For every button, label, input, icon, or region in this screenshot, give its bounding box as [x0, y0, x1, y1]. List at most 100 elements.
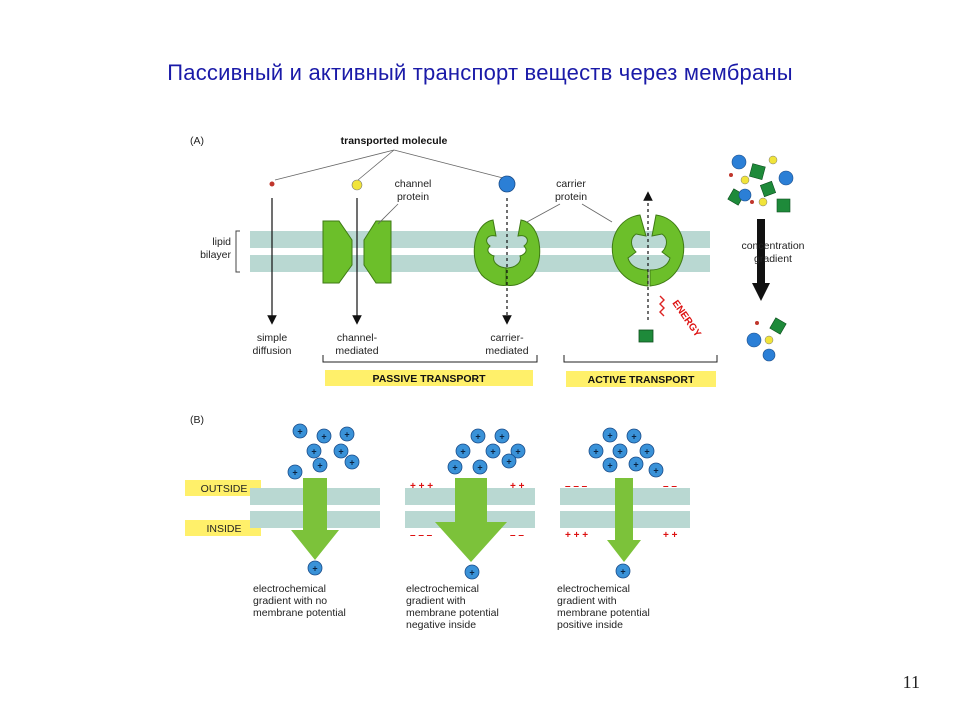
ion-3-9: +: [615, 563, 631, 579]
gradient-label: gradient: [754, 253, 792, 265]
ion-2-9: +: [464, 564, 480, 580]
ion-3-6: +: [602, 457, 618, 473]
svg-text:+: +: [469, 567, 474, 577]
gradient-arrow-1: [291, 478, 339, 560]
ion-1-2: +: [316, 428, 332, 444]
outside-label: OUTSIDE: [201, 483, 248, 495]
svg-text:+: +: [515, 446, 520, 456]
svg-text:+: +: [475, 431, 480, 441]
inside-label: INSIDE: [206, 523, 241, 535]
ion-clusters: +++++++++++++++++++++++++++: [287, 423, 664, 580]
concentration-gradient-high: [727, 154, 794, 213]
outside-band: [185, 480, 261, 496]
svg-text:+: +: [617, 446, 622, 456]
svg-text:+: +: [653, 465, 658, 475]
ion-2-4: +: [485, 443, 501, 459]
channel-protein-label-2: protein: [397, 191, 429, 203]
svg-text:+: +: [344, 429, 349, 439]
caption-3-line-4: positive inside: [557, 619, 623, 631]
panel-a-label: (A): [190, 135, 204, 147]
caption-3-line-1: electrochemical: [557, 583, 630, 595]
charges-3-top-left: – – –: [565, 481, 588, 492]
svg-text:+: +: [490, 446, 495, 456]
ion-2-1: +: [470, 428, 486, 444]
gradient-arrow-3: [607, 478, 641, 562]
energy-label: ENERGY: [670, 298, 703, 339]
charges-2-top-left: + + +: [410, 481, 433, 492]
small-molecule: [269, 181, 275, 187]
caption-3-line-3: membrane potential: [557, 607, 650, 619]
svg-text:+: +: [620, 566, 625, 576]
yellow-molecule: [351, 179, 363, 191]
lipid-label: lipid: [212, 236, 231, 248]
channel-mediated-label-1: channel-: [337, 332, 378, 344]
svg-text:+: +: [321, 431, 326, 441]
svg-text:+: +: [499, 431, 504, 441]
active-transport-label: ACTIVE TRANSPORT: [588, 374, 695, 386]
ion-2-8: +: [501, 453, 517, 469]
svg-text:+: +: [292, 467, 297, 477]
carrier-mediated-label-1: carrier-: [490, 332, 524, 344]
ion-2-5: +: [510, 443, 526, 459]
svg-text:+: +: [317, 460, 322, 470]
ion-3-3: +: [612, 443, 628, 459]
ion-3-8: +: [648, 462, 664, 478]
ion-2-3: +: [455, 443, 471, 459]
caption-2-line-1: electrochemical: [406, 583, 479, 595]
energy-zigzag: [659, 295, 665, 317]
bilayer-bracket: [235, 230, 240, 273]
ion-3-1: +: [602, 427, 618, 443]
concentration-gradient-arrow: [752, 219, 770, 301]
ion-1-5: +: [333, 443, 349, 459]
simple-diffusion-label-1: simple: [257, 332, 288, 344]
svg-text:+: +: [297, 426, 302, 436]
passive-bracket: [322, 355, 538, 363]
svg-text:+: +: [506, 456, 511, 466]
carrier-protein-passive: [473, 219, 541, 286]
carrier-protein-label-1: carrier: [556, 178, 586, 190]
caption-1-line-3: membrane potential: [253, 607, 346, 619]
ion-3-5: +: [588, 443, 604, 459]
concentration-gradient-low: [746, 317, 787, 362]
ion-1-1: +: [292, 423, 308, 439]
charges-3-bottom-right: + +: [663, 530, 678, 541]
channel-protein-label-1: channel: [395, 178, 432, 190]
green-square-molecule: [638, 329, 654, 343]
charges-2-top-right: + +: [510, 481, 525, 492]
transported-molecule-label: transported molecule: [341, 135, 448, 147]
svg-text:+: +: [349, 457, 354, 467]
bilayer-label: bilayer: [200, 249, 231, 261]
ion-2-7: +: [472, 459, 488, 475]
caption-3-line-2: gradient with: [557, 595, 617, 607]
svg-text:+: +: [312, 563, 317, 573]
channel-mediated-label-2: mediated: [335, 345, 378, 357]
passive-transport-band: [325, 370, 533, 386]
carrier-mediated-label-2: mediated: [485, 345, 528, 357]
svg-text:+: +: [460, 446, 465, 456]
ion-2-6: +: [447, 459, 463, 475]
caption-1-line-2: gradient with no: [253, 595, 327, 607]
passive-transport-label: PASSIVE TRANSPORT: [373, 373, 487, 385]
page-number: 11: [902, 672, 920, 692]
ion-1-9: +: [307, 560, 323, 576]
svg-text:+: +: [311, 446, 316, 456]
svg-text:+: +: [338, 446, 343, 456]
caption-2-line-2: gradient with: [406, 595, 466, 607]
charges-3-top-right: – –: [663, 481, 677, 492]
svg-text:+: +: [633, 459, 638, 469]
ion-1-3: +: [339, 426, 355, 442]
svg-text:+: +: [631, 431, 636, 441]
ion-1-4: +: [306, 443, 322, 459]
svg-text:+: +: [607, 430, 612, 440]
caption-2-line-4: negative inside: [406, 619, 476, 631]
panel-b-label: (B): [190, 414, 204, 426]
charges-2-bottom-left: – – –: [410, 530, 433, 541]
svg-text:+: +: [644, 446, 649, 456]
blue-molecule: [498, 175, 516, 193]
concentration-label: concentration: [741, 240, 804, 252]
carrier-protein-label-2: protein: [555, 191, 587, 203]
active-bracket: [563, 355, 718, 363]
slide-title: Пассивный и активный транспорт веществ ч…: [167, 60, 793, 85]
gradient-arrow-2: [435, 478, 507, 562]
